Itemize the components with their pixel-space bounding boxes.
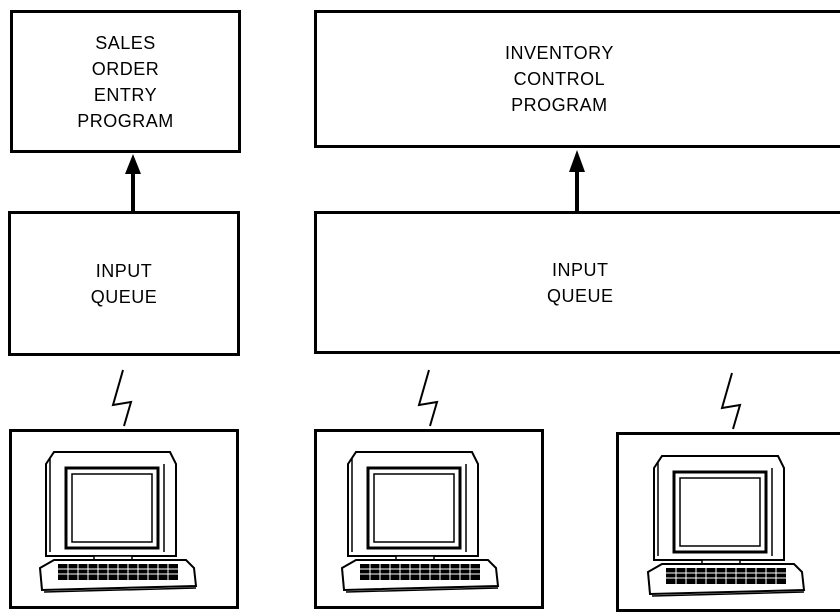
arrow-left [125, 154, 141, 211]
lightning-link-1 [111, 369, 133, 427]
label-line: INVENTORY [505, 43, 614, 63]
label-line: PROGRAM [77, 110, 174, 131]
inventory-control-program-label: INVENTORY CONTROL PROGRAM [505, 40, 614, 118]
label-line: INPUT [552, 259, 609, 280]
sales-order-entry-program-label: SALES ORDER ENTRY PROGRAM [77, 30, 174, 134]
lightning-link-3 [720, 372, 742, 430]
terminal-box-1 [9, 429, 239, 609]
sales-order-entry-program-box: SALES ORDER ENTRY PROGRAM [10, 10, 241, 153]
inventory-control-program-box: INVENTORY CONTROL PROGRAM [314, 10, 840, 148]
label-line: QUEUE [90, 286, 158, 307]
terminal-box-3 [616, 432, 840, 612]
label-line: SALES [95, 32, 156, 53]
input-queue-label-left: INPUT QUEUE [91, 258, 158, 310]
input-queue-label-right: INPUT QUEUE [547, 257, 614, 309]
input-queue-box-right: INPUT QUEUE [314, 211, 840, 354]
label-line: ORDER [91, 58, 160, 79]
arrow-right [569, 150, 585, 211]
label-line: PROGRAM [511, 95, 608, 115]
terminal-box-2 [314, 429, 544, 609]
label-line: CONTROL [513, 69, 606, 89]
label-line: INPUT [95, 260, 153, 281]
label-line: QUEUE [547, 285, 614, 306]
label-line: ENTRY [93, 84, 158, 105]
lightning-link-2 [417, 369, 439, 427]
input-queue-box-left: INPUT QUEUE [8, 211, 240, 356]
